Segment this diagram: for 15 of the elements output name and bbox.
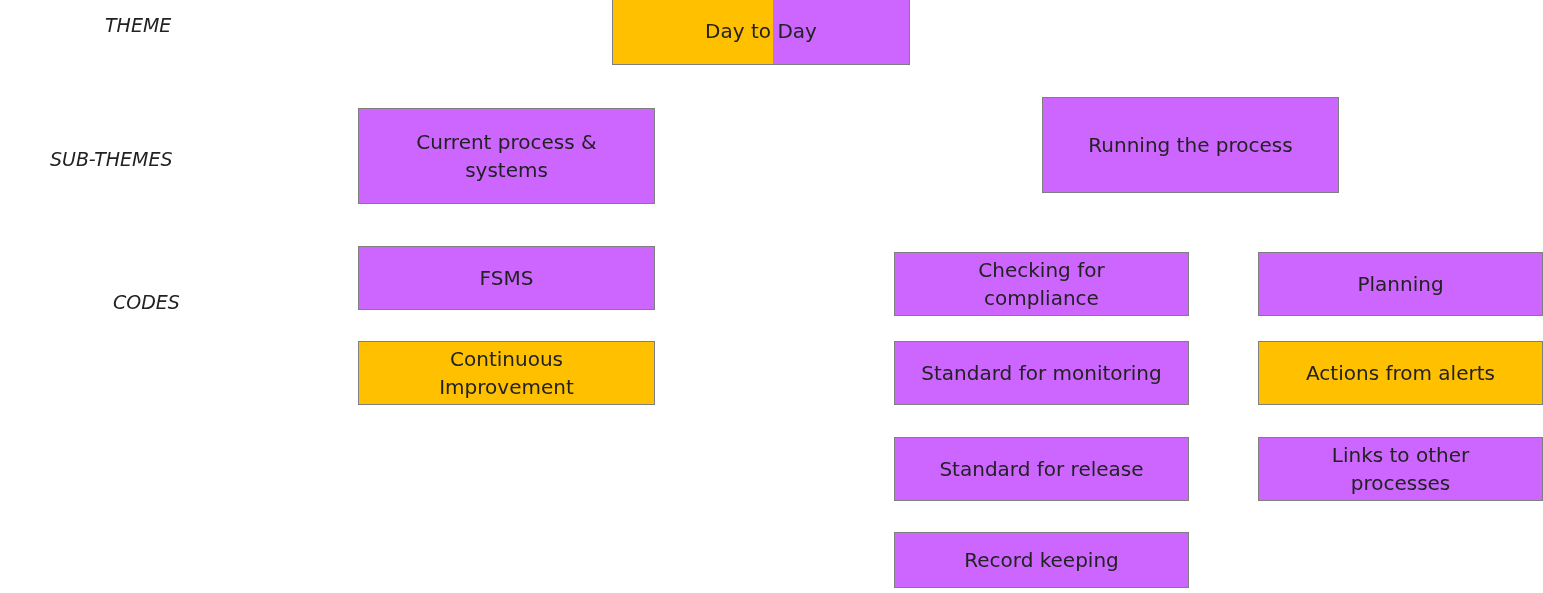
- code-box: FSMS: [358, 246, 655, 310]
- code-box: Standard for release: [894, 437, 1189, 501]
- row-heading: SUB-THEMES: [50, 148, 173, 170]
- code-box: Continuous Improvement: [358, 341, 655, 405]
- code-box: Standard for monitoring: [894, 341, 1189, 405]
- code-box: Day to Day: [612, 0, 910, 65]
- row-heading: THEME: [105, 14, 172, 36]
- row-heading: CODES: [113, 291, 180, 313]
- code-box: Actions from alerts: [1258, 341, 1543, 405]
- code-box: Running the process: [1042, 97, 1339, 193]
- code-box: Checking for compliance: [894, 252, 1189, 316]
- code-box: Record keeping: [894, 532, 1189, 588]
- code-box: Planning: [1258, 252, 1543, 316]
- code-box: Links to other processes: [1258, 437, 1543, 501]
- code-box: Current process & systems: [358, 108, 655, 204]
